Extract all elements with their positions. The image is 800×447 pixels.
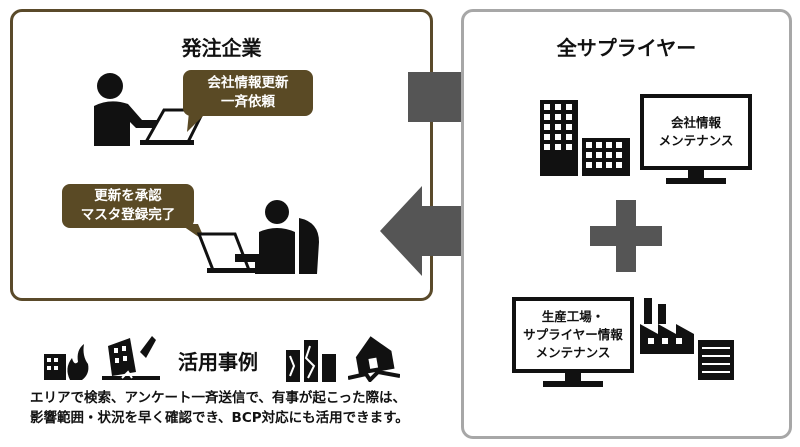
use-cases-title: 活用事例 [178, 350, 258, 374]
approve-bubble: 更新を承認 マスタ登録完了 [62, 184, 194, 228]
factory-monitor-line-1: 生産工場・ [541, 309, 605, 324]
maintenance-monitor-line-1: 会社情報 [670, 115, 721, 130]
collapsed-building-icon [102, 336, 160, 380]
all-suppliers-title: 全サプライヤー [556, 36, 697, 60]
plus-icon [590, 200, 662, 272]
factory-monitor-base [543, 381, 603, 387]
factory-monitor-stand [565, 373, 581, 381]
person-chair-laptop-icon [196, 200, 319, 274]
maintenance-monitor-base [666, 178, 726, 184]
request-bubble-line-1: 会社情報更新 [207, 75, 289, 91]
use-cases-description-line-1: エリアで検索、アンケート一斉送信で、有事が起こった際は、 [30, 390, 406, 406]
person-laptop-icon [94, 73, 207, 146]
approve-bubble-line-2: マスタ登録完了 [80, 207, 176, 223]
request-bubble-line-2: 一斉依頼 [221, 94, 275, 110]
request-bubble-tail [187, 112, 207, 132]
factory-document-icon [640, 298, 734, 380]
factory-supplier-monitor: 生産工場・ サプライヤー情報 メンテナンス [512, 297, 634, 373]
factory-monitor-line-3: メンテナンス [535, 345, 611, 360]
use-cases-description-line-2: 影響範囲・状況を早く確認でき、BCP対応にも活用できます。 [30, 410, 409, 426]
ordering-company-title: 発注企業 [181, 36, 262, 60]
earthquake-house-icon [348, 336, 400, 382]
maintenance-monitor-stand [688, 170, 704, 178]
factory-monitor-line-2: サプライヤー情報 [523, 327, 623, 342]
maintenance-monitor: 会社情報 メンテナンス [640, 94, 752, 170]
office-buildings-icon [540, 100, 630, 176]
request-bubble: 会社情報更新 一斉依頼 [183, 70, 313, 116]
approve-bubble-line-1: 更新を承認 [94, 188, 162, 204]
maintenance-monitor-line-2: メンテナンス [658, 133, 734, 148]
damaged-buildings-icon [286, 340, 336, 382]
building-fire-icon [44, 344, 89, 380]
